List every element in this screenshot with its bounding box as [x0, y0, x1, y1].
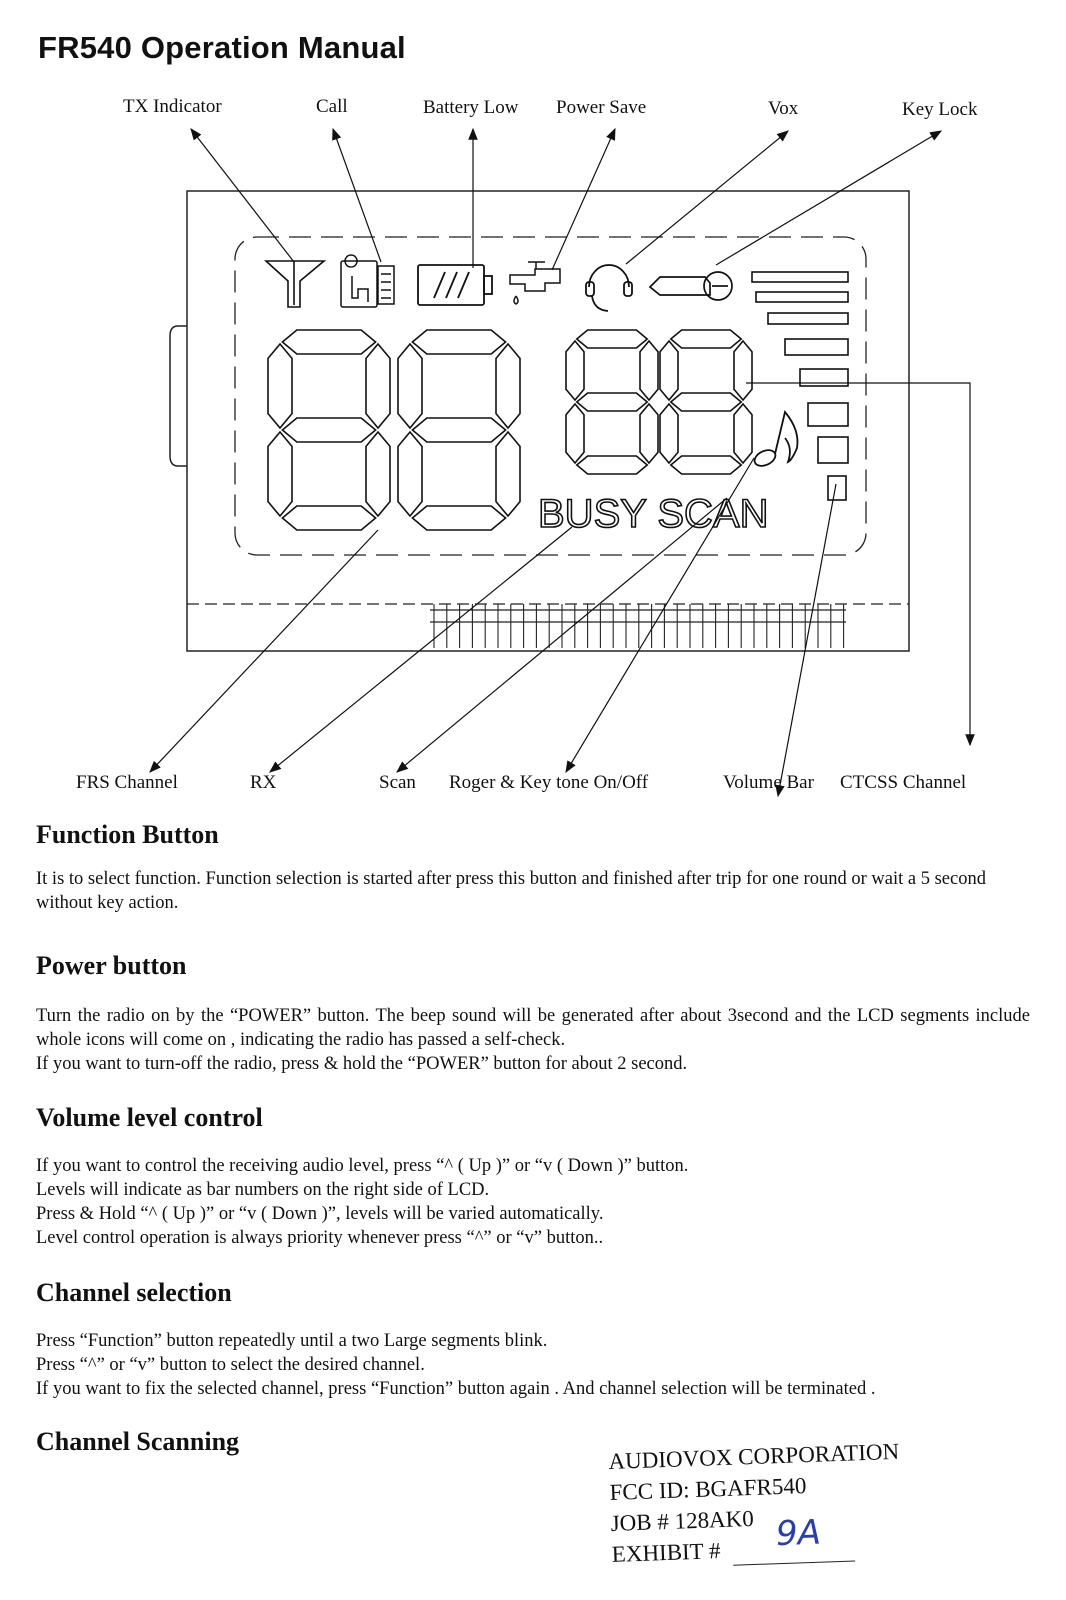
- lcd-digit-segment: [639, 339, 659, 402]
- label-tx-indicator: TX Indicator: [123, 96, 222, 117]
- section-power-button: Power button Turn the radio on by the “P…: [36, 951, 1030, 1076]
- volume-bar-segment: [755, 291, 849, 303]
- lcd-digit-segment: [397, 430, 423, 518]
- label-battery-low: Battery Low: [423, 97, 519, 118]
- lcd-digit-segment: [281, 329, 377, 355]
- lcd-digit-segment: [365, 342, 391, 430]
- roger-tone-note-icon: [753, 410, 799, 467]
- lcd-digit-segment: [669, 392, 743, 412]
- lcd-digit-segment: [565, 339, 585, 402]
- section-heading: Volume level control: [36, 1103, 263, 1132]
- paragraph: If you want to fix the selected channel,…: [36, 1379, 876, 1399]
- vox-headset-icon: [585, 264, 633, 312]
- lcd-digit-segment: [669, 455, 743, 475]
- lcd-digit-segment: [575, 329, 649, 349]
- key-lock-icon: [648, 271, 733, 301]
- label-rx: RX: [250, 772, 277, 793]
- lcd-digit-segment: [495, 430, 521, 518]
- paragraph: Press & Hold “^ ( Up )” or “v ( Down )”,…: [36, 1204, 604, 1224]
- lcd-digit-segment: [411, 329, 507, 355]
- section-volume-level-control: Volume level control If you want to cont…: [36, 1103, 1030, 1250]
- section-heading: Channel selection: [36, 1278, 232, 1307]
- volume-bar-segment: [751, 271, 849, 283]
- lcd-digit-segment: [267, 430, 293, 518]
- label-ctcss-channel: CTCSS Channel: [840, 772, 966, 793]
- lcd-digit-segment: [565, 402, 585, 465]
- volume-bar-segment: [784, 338, 849, 356]
- label-call: Call: [316, 96, 348, 117]
- connector-pin-ticks: [433, 604, 845, 648]
- busy-scan-indicator: BUSY SCAN: [538, 492, 768, 536]
- battery-low-icon: [417, 264, 493, 306]
- paragraph: Level control operation is always priori…: [36, 1228, 604, 1248]
- handwritten-exhibit-number: 9A: [775, 1512, 822, 1555]
- call-icon: [340, 254, 395, 308]
- power-save-icon: [509, 261, 561, 305]
- lcd-digit-segment: [733, 339, 753, 402]
- page-title: FR540 Operation Manual: [38, 30, 406, 65]
- label-frs-channel: FRS Channel: [76, 772, 178, 793]
- label-roger-key-tone: Roger & Key tone On/Off: [449, 772, 649, 793]
- lcd-digits: [267, 329, 753, 531]
- lcd-digit-segment: [281, 505, 377, 531]
- label-volume-bar: Volume Bar: [723, 772, 815, 793]
- volume-bar-segment: [807, 402, 849, 427]
- paragraph: Press “^” or “v” button to select the de…: [36, 1355, 425, 1375]
- lcd-digit-segment: [659, 339, 679, 402]
- lcd-digit-segment: [659, 402, 679, 465]
- lcd-digit-segment: [575, 392, 649, 412]
- label-power-save: Power Save: [556, 97, 646, 118]
- lcd-digit-segment: [733, 402, 753, 465]
- lcd-digit-segment: [365, 430, 391, 518]
- connector-pins: [430, 609, 846, 623]
- label-vox: Vox: [768, 98, 799, 119]
- lcd-digit-segment: [411, 505, 507, 531]
- section-heading: Function Button: [36, 820, 219, 849]
- volume-bar-segment: [767, 312, 849, 325]
- section-channel-scanning: Channel Scanning: [36, 1427, 536, 1457]
- paragraph: Levels will indicate as bar numbers on t…: [36, 1180, 490, 1200]
- lcd-module-frame: [169, 190, 910, 652]
- lcd-digit-segment: [669, 329, 743, 349]
- paragraph: Press “Function” button repeatedly until…: [36, 1331, 548, 1351]
- paragraph: Turn the radio on by the “POWER” button.…: [36, 1006, 1030, 1050]
- volume-bar-segment: [799, 368, 849, 387]
- volume-bar-segment: [817, 436, 849, 464]
- callout-arrows: [149, 127, 975, 798]
- lcd-digit-segment: [267, 342, 293, 430]
- section-function-button: Function Button It is to select function…: [36, 820, 1030, 915]
- tx-indicator-icon: [263, 260, 327, 308]
- lcd-digit-segment: [575, 455, 649, 475]
- lcd-diagram: TX Indicator Call Battery Low Power Save…: [76, 96, 978, 798]
- lcd-digit-segment: [495, 342, 521, 430]
- stamp-exhibit-blank: 9A: [732, 1513, 855, 1566]
- label-scan: Scan: [379, 772, 416, 793]
- lcd-glass: [234, 236, 867, 556]
- label-key-lock: Key Lock: [902, 99, 978, 120]
- paragraph: It is to select function. Function selec…: [36, 869, 986, 913]
- lcd-digit-segment: [397, 342, 423, 430]
- lcd-digit-segment: [411, 417, 507, 443]
- paragraph: If you want to turn-off the radio, press…: [36, 1054, 688, 1074]
- fcc-exhibit-stamp: AUDIOVOX CORPORATION FCC ID: BGAFR540 JO…: [608, 1434, 942, 1569]
- section-channel-selection: Channel selection Press “Function” butto…: [36, 1278, 1030, 1401]
- lcd-digit-segment: [281, 417, 377, 443]
- lcd-digit-segment: [639, 402, 659, 465]
- section-heading: Power button: [36, 951, 187, 980]
- stamp-exhibit-label: EXHIBIT #: [611, 1538, 721, 1567]
- volume-bar-segment: [827, 475, 847, 501]
- section-heading: Channel Scanning: [36, 1427, 240, 1456]
- volume-bar-icon: [751, 271, 849, 501]
- paragraph: If you want to control the receiving aud…: [36, 1156, 689, 1176]
